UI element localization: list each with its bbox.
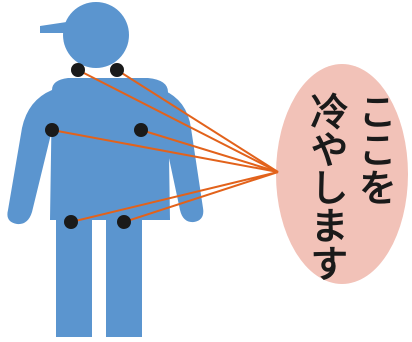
- armpit-right-point: [134, 123, 148, 137]
- groin-right-point: [117, 215, 131, 229]
- neck-right-point: [110, 63, 124, 77]
- callout-text-left-column: 冷やします: [304, 92, 348, 282]
- armpit-left-point: [45, 123, 59, 137]
- groin-left-point: [64, 215, 78, 229]
- neck-left-point: [71, 63, 85, 77]
- callout-text-right-column: ここを: [352, 92, 396, 206]
- left-leg: [56, 210, 92, 337]
- left-arm: [7, 90, 52, 224]
- head: [63, 2, 129, 68]
- person-silhouette-icon: [7, 2, 203, 337]
- right-leg: [106, 210, 142, 337]
